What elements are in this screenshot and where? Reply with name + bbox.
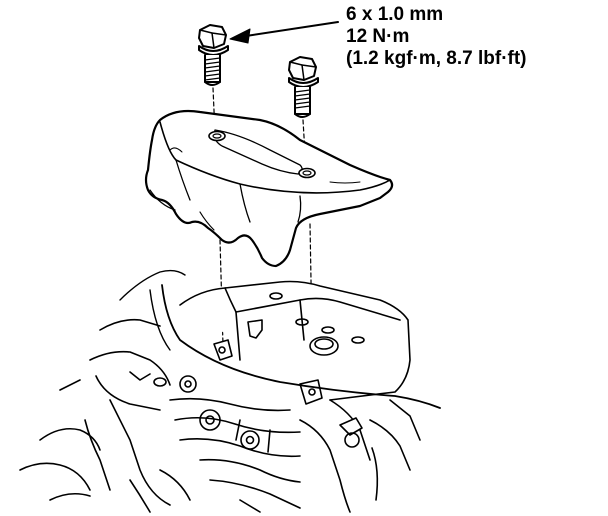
torque-nm-label: 12 N·m (346, 26, 410, 47)
leader-arrow (229, 21, 339, 44)
torque-alt-label: (1.2 kgf·m, 8.7 lbf·ft) (346, 48, 527, 69)
bolt-right (288, 56, 319, 118)
engine-cover (144, 109, 394, 268)
bolt-size-label: 6 x 1.0 mm (346, 4, 444, 25)
bolt-left (198, 24, 229, 86)
engine-assembly (19, 269, 441, 513)
bolt-spec-callout: 6 x 1.0 mm 12 N·m (1.2 kgf·m, 8.7 lbf·ft… (346, 4, 527, 70)
